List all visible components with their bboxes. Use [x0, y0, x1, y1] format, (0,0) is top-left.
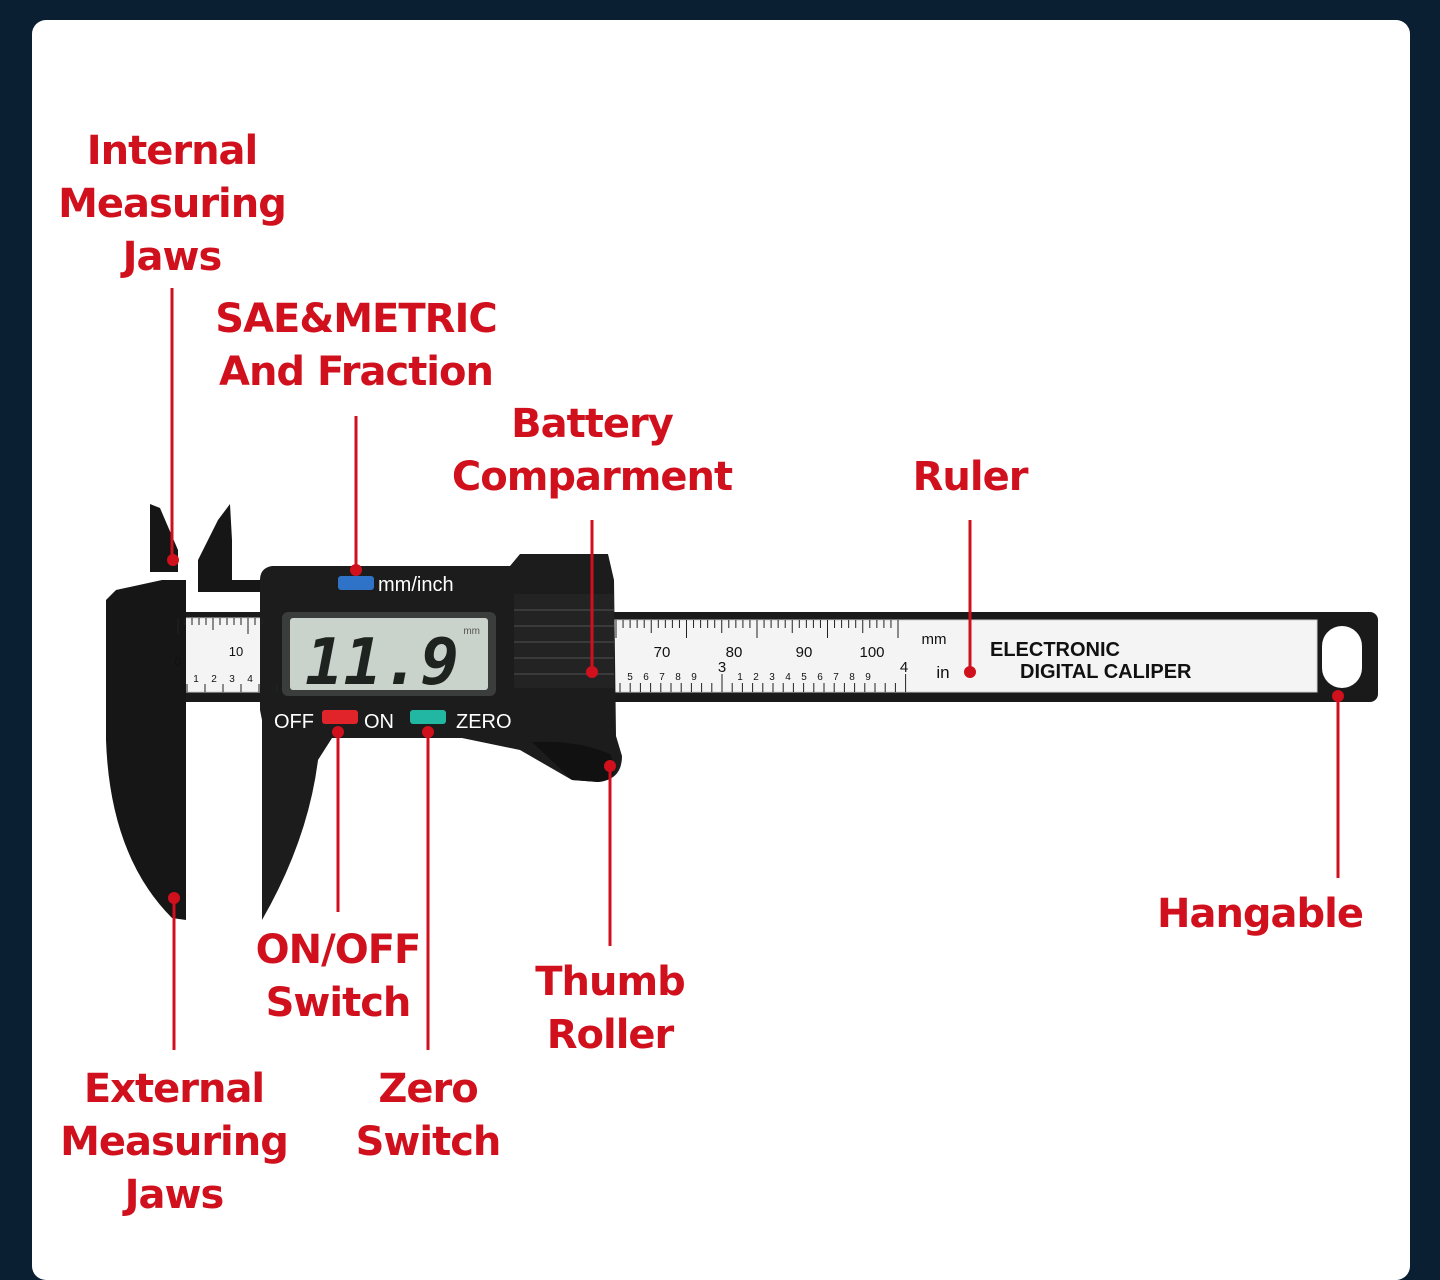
label-external-jaws-2: Measuring	[60, 1119, 288, 1165]
label-on-off-2: Switch	[266, 980, 411, 1026]
scale-in-minor-number: 3	[769, 672, 775, 683]
label-hangable: Hangable	[1157, 891, 1363, 937]
scale-in-minor-number: 9	[865, 672, 871, 683]
caliper: 11.9 mm mm/inch OFF ON ZERO 0 10 1 2 3 4…	[106, 504, 1378, 920]
dot-sae-metric	[350, 564, 362, 576]
dot-external-jaws	[168, 892, 180, 904]
scale-in-3: 3	[718, 659, 726, 676]
dot-battery	[586, 666, 598, 678]
scale-left-in-3: 4	[247, 674, 253, 685]
label-thumb-roller-2: Roller	[547, 1012, 675, 1058]
label-external-jaws-3: Jaws	[122, 1172, 224, 1218]
label-sae-metric-2: And Fraction	[219, 349, 493, 395]
scale-in-minor-number: 9	[691, 672, 697, 683]
scale-in-minor-number: 7	[833, 672, 839, 683]
scale-in-minor-number: 2	[753, 672, 759, 683]
callout-labels: Internal Measuring Jaws SAE&METRIC And F…	[58, 128, 1364, 1218]
ruler-strip	[611, 619, 1318, 693]
dot-ruler	[964, 666, 976, 678]
scale-in-4: 4	[900, 659, 908, 676]
dot-zero-switch	[422, 726, 434, 738]
lcd-value: 11.9	[305, 626, 459, 700]
leader-lines	[167, 288, 1344, 1050]
label-ruler: Ruler	[913, 454, 1029, 500]
scale-ticks	[177, 618, 907, 692]
power-button[interactable]	[322, 710, 358, 724]
scale-in-minor-number: 6	[643, 672, 649, 683]
label-internal-jaws-2: Measuring	[58, 181, 286, 227]
scale-left-mm-1: 10	[229, 644, 243, 659]
scale-mm-80: 80	[726, 644, 743, 661]
label-battery-1: Battery	[511, 401, 674, 447]
dot-internal-jaws	[167, 554, 179, 566]
scale-in-minor-number: 7	[659, 672, 665, 683]
scale-mm-70: 70	[654, 644, 671, 661]
label-sae-metric-1: SAE&METRIC	[215, 296, 496, 342]
scale-in-minor-number: 4	[785, 672, 791, 683]
scale-left-in-1: 2	[211, 674, 217, 685]
scale-left-in-2: 3	[229, 674, 235, 685]
battery-compartment	[514, 594, 614, 688]
label-internal-jaws-3: Jaws	[120, 234, 222, 280]
scale-left-mm-0: 0	[174, 654, 181, 669]
scale-in-label: in	[936, 663, 949, 682]
label-zero-switch-1: Zero	[378, 1066, 477, 1112]
zero-label: ZERO	[456, 711, 512, 733]
scale-mm-label: mm	[922, 631, 947, 648]
scale-in-minor-number: 8	[675, 672, 681, 683]
hanging-hole	[1322, 626, 1362, 688]
mode-button[interactable]	[338, 576, 374, 590]
scale-left-in-0: 1	[193, 674, 199, 685]
label-battery-2: Comparment	[452, 454, 733, 500]
diagram-card: 11.9 mm mm/inch OFF ON ZERO 0 10 1 2 3 4…	[32, 20, 1410, 1280]
slider-internal-jaw	[198, 504, 272, 592]
scale-in-minor-number: 6	[817, 672, 823, 683]
brand-line-1: ELECTRONIC	[990, 639, 1120, 661]
mode-button-label: mm/inch	[378, 574, 454, 596]
label-internal-jaws-1: Internal	[87, 128, 258, 174]
zero-button[interactable]	[410, 710, 446, 724]
dot-hangable	[1332, 690, 1344, 702]
scale-in-minor-number: 5	[801, 672, 807, 683]
fixed-jaw	[106, 504, 186, 920]
brand-line-2: DIGITAL CALIPER	[1020, 661, 1192, 683]
scale-in-minor-number: 1	[737, 672, 743, 683]
on-label: ON	[364, 711, 394, 733]
lcd-unit: mm	[463, 626, 480, 637]
dot-on-off	[332, 726, 344, 738]
caliper-diagram: 11.9 mm mm/inch OFF ON ZERO 0 10 1 2 3 4…	[58, 128, 1378, 1218]
scale-mm-90: 90	[796, 644, 813, 661]
label-external-jaws-1: External	[84, 1066, 264, 1112]
dot-thumb-roller	[604, 760, 616, 772]
label-on-off-1: ON/OFF	[256, 927, 421, 973]
off-label: OFF	[274, 711, 314, 733]
thumb-roller[interactable]	[532, 741, 614, 782]
label-thumb-roller-1: Thumb	[535, 959, 685, 1005]
scale-mm-100: 100	[859, 644, 884, 661]
lcd-screen	[290, 618, 488, 690]
label-zero-switch-2: Switch	[356, 1119, 501, 1165]
scale-in-minor-number: 5	[627, 672, 633, 683]
scale-in-minor-number: 8	[849, 672, 855, 683]
